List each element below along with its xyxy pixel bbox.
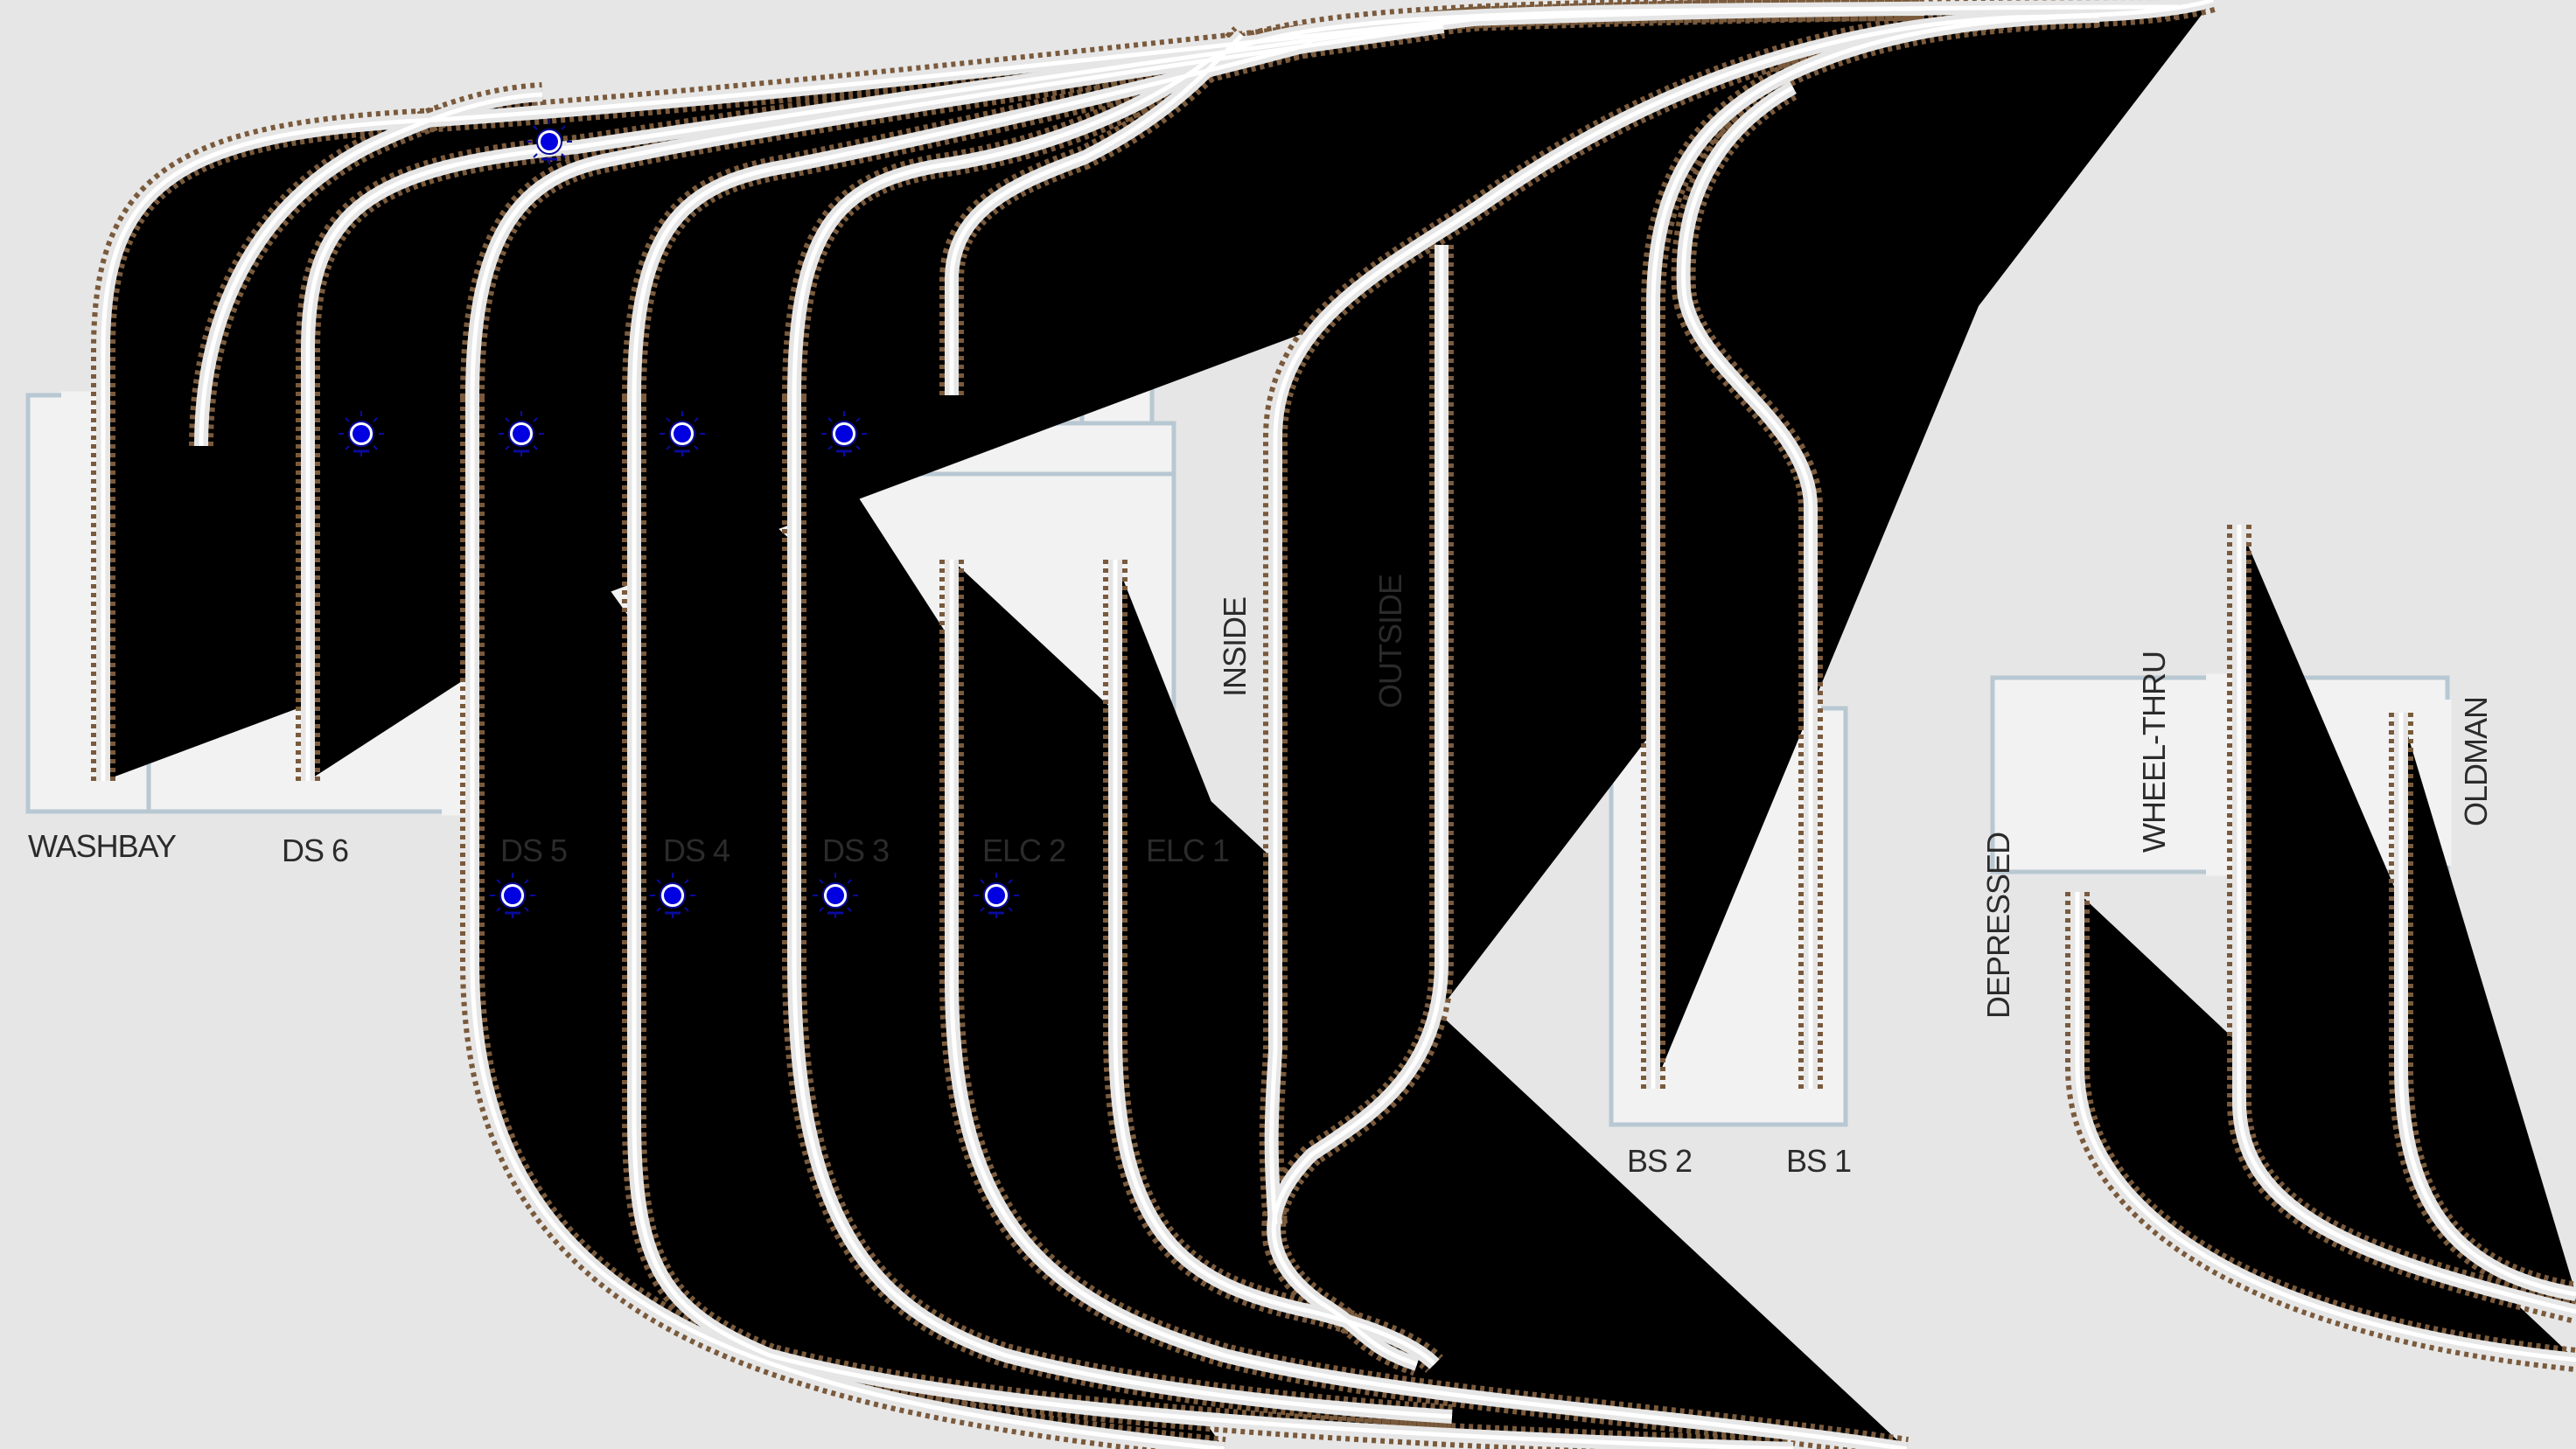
label-ds6: DS 6: [282, 832, 348, 868]
label-bs2: BS 2: [1627, 1143, 1692, 1179]
label-elc2: ELC 2: [982, 832, 1065, 868]
label-wheel-thru: WHEEL-THRU: [2136, 651, 2172, 853]
label-ds5: DS 5: [500, 832, 567, 868]
label-elc1: ELC 1: [1146, 832, 1229, 868]
label-bs1: BS 1: [1786, 1143, 1851, 1179]
track-labels: WASHBAY DS 6 DS 5 DS 4 DS 3 ELC 2 ELC 1 …: [28, 575, 2494, 1179]
label-ds3: DS 3: [822, 832, 889, 868]
label-ds4: DS 4: [663, 832, 730, 868]
wheel-thru-building: [1990, 675, 2450, 874]
label-washbay: WASHBAY: [28, 828, 177, 864]
label-outside: OUTSIDE: [1372, 575, 1408, 708]
label-depressed: DEPRESSED: [1980, 832, 2016, 1019]
label-oldman: OLDMAN: [2458, 697, 2494, 826]
label-inside: INSIDE: [1217, 597, 1253, 697]
